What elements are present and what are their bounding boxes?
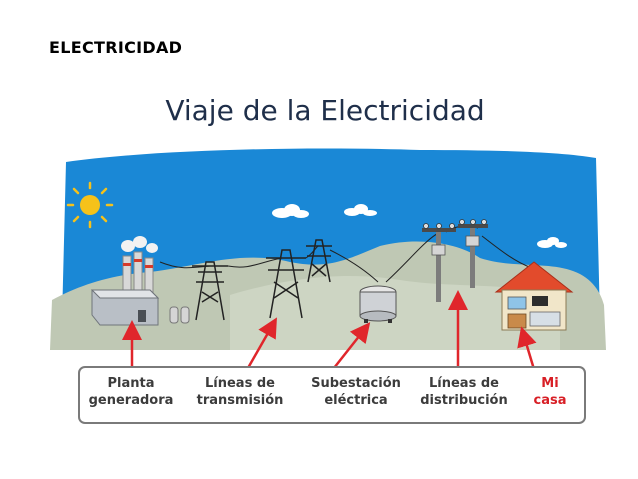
stage-label-planta-generadora: Planta generadora bbox=[88, 376, 174, 408]
cloud-icon bbox=[344, 204, 377, 216]
section-heading: ELECTRICIDAD bbox=[49, 38, 183, 57]
stage-label-panel bbox=[78, 366, 586, 424]
transmission-tower-icon bbox=[306, 239, 332, 283]
stage-label-mi-casa: Mi casa bbox=[533, 376, 567, 408]
power-plant-icon bbox=[90, 236, 190, 326]
cloud-icon bbox=[537, 237, 567, 248]
stage-label-lineas-transmision: Líneas de transmisión bbox=[196, 376, 284, 408]
arrow-subestacion bbox=[333, 322, 371, 369]
stage-label-lineas-distribucion: Líneas de distribución bbox=[420, 376, 508, 408]
transmission-tower-icon bbox=[266, 249, 306, 319]
utility-pole-icon bbox=[458, 219, 488, 288]
utility-pole-icon bbox=[422, 223, 456, 302]
cloud-icon bbox=[272, 204, 309, 218]
house-icon bbox=[494, 261, 574, 331]
sun-icon bbox=[66, 181, 114, 229]
diagram-title: Viaje de la Electricidad bbox=[165, 94, 485, 127]
arrow-lineas-transmision bbox=[246, 317, 277, 369]
substation-icon bbox=[359, 285, 397, 323]
stage-label-subestacion: Subestación eléctrica bbox=[311, 376, 401, 408]
